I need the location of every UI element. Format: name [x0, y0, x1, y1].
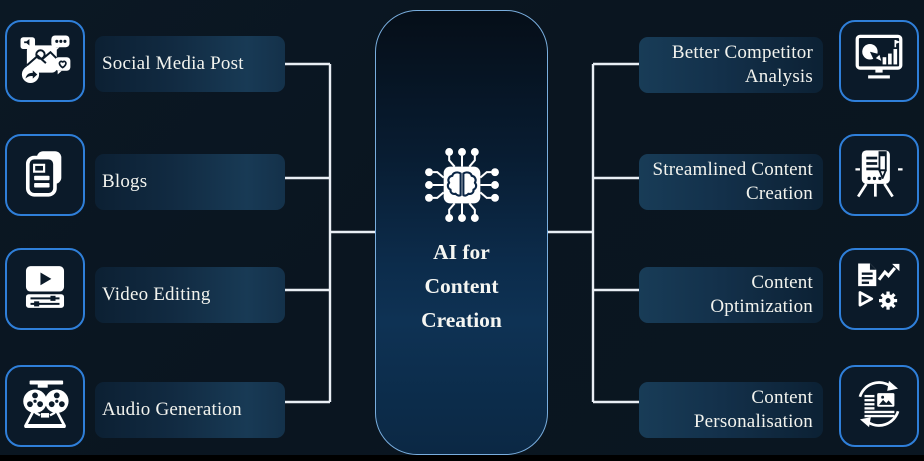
label-text: Social Media Post	[102, 53, 244, 74]
label-text: Video Editing	[102, 284, 211, 305]
center-title-line: AI for	[433, 240, 490, 264]
blogs-tile	[5, 134, 85, 216]
bottom-black-bar	[0, 455, 924, 461]
blogs-icon	[16, 144, 74, 207]
video-editing-tile	[5, 248, 85, 330]
label-content-personalisation: Content Personalisation	[639, 382, 823, 438]
audio-generation-tile	[5, 365, 85, 447]
streamlined-content-creation-icon	[850, 144, 908, 207]
social-media-post-tile	[5, 20, 85, 102]
label-video-editing: Video Editing	[95, 267, 285, 323]
content-optimization-icon	[850, 258, 908, 321]
competitor-analysis-tile	[839, 20, 919, 102]
label-streamlined-content-creation: Streamlined Content Creation	[639, 154, 823, 210]
label-text: Streamlined Content Creation	[652, 159, 813, 204]
ai-chip-brain-icon	[418, 141, 506, 234]
label-text: Content Optimization	[710, 272, 813, 317]
center-topic-panel: AI for Content Creation	[375, 10, 548, 455]
label-text: Audio Generation	[102, 399, 242, 420]
video-editing-icon	[16, 258, 74, 321]
label-text: Better Competitor Analysis	[671, 42, 813, 87]
label-content-optimization: Content Optimization	[639, 267, 823, 323]
center-title-line: Creation	[421, 308, 502, 332]
audio-generation-icon	[16, 375, 74, 438]
streamlined-content-creation-tile	[839, 134, 919, 216]
label-social-media-post: Social Media Post	[95, 36, 285, 92]
label-better-competitor-analysis: Better Competitor Analysis	[639, 37, 823, 93]
label-audio-generation: Audio Generation	[95, 382, 285, 438]
content-personalisation-icon	[850, 375, 908, 438]
label-text: Blogs	[102, 171, 148, 192]
label-text: Content Personalisation	[693, 387, 813, 432]
label-blogs: Blogs	[95, 154, 285, 210]
center-title-line: Content	[424, 274, 499, 298]
social-media-post-icon	[16, 30, 74, 93]
center-title: AI for Content Creation	[376, 235, 547, 337]
content-optimization-tile	[839, 248, 919, 330]
content-personalisation-tile	[839, 365, 919, 447]
competitor-analysis-icon	[850, 30, 908, 93]
